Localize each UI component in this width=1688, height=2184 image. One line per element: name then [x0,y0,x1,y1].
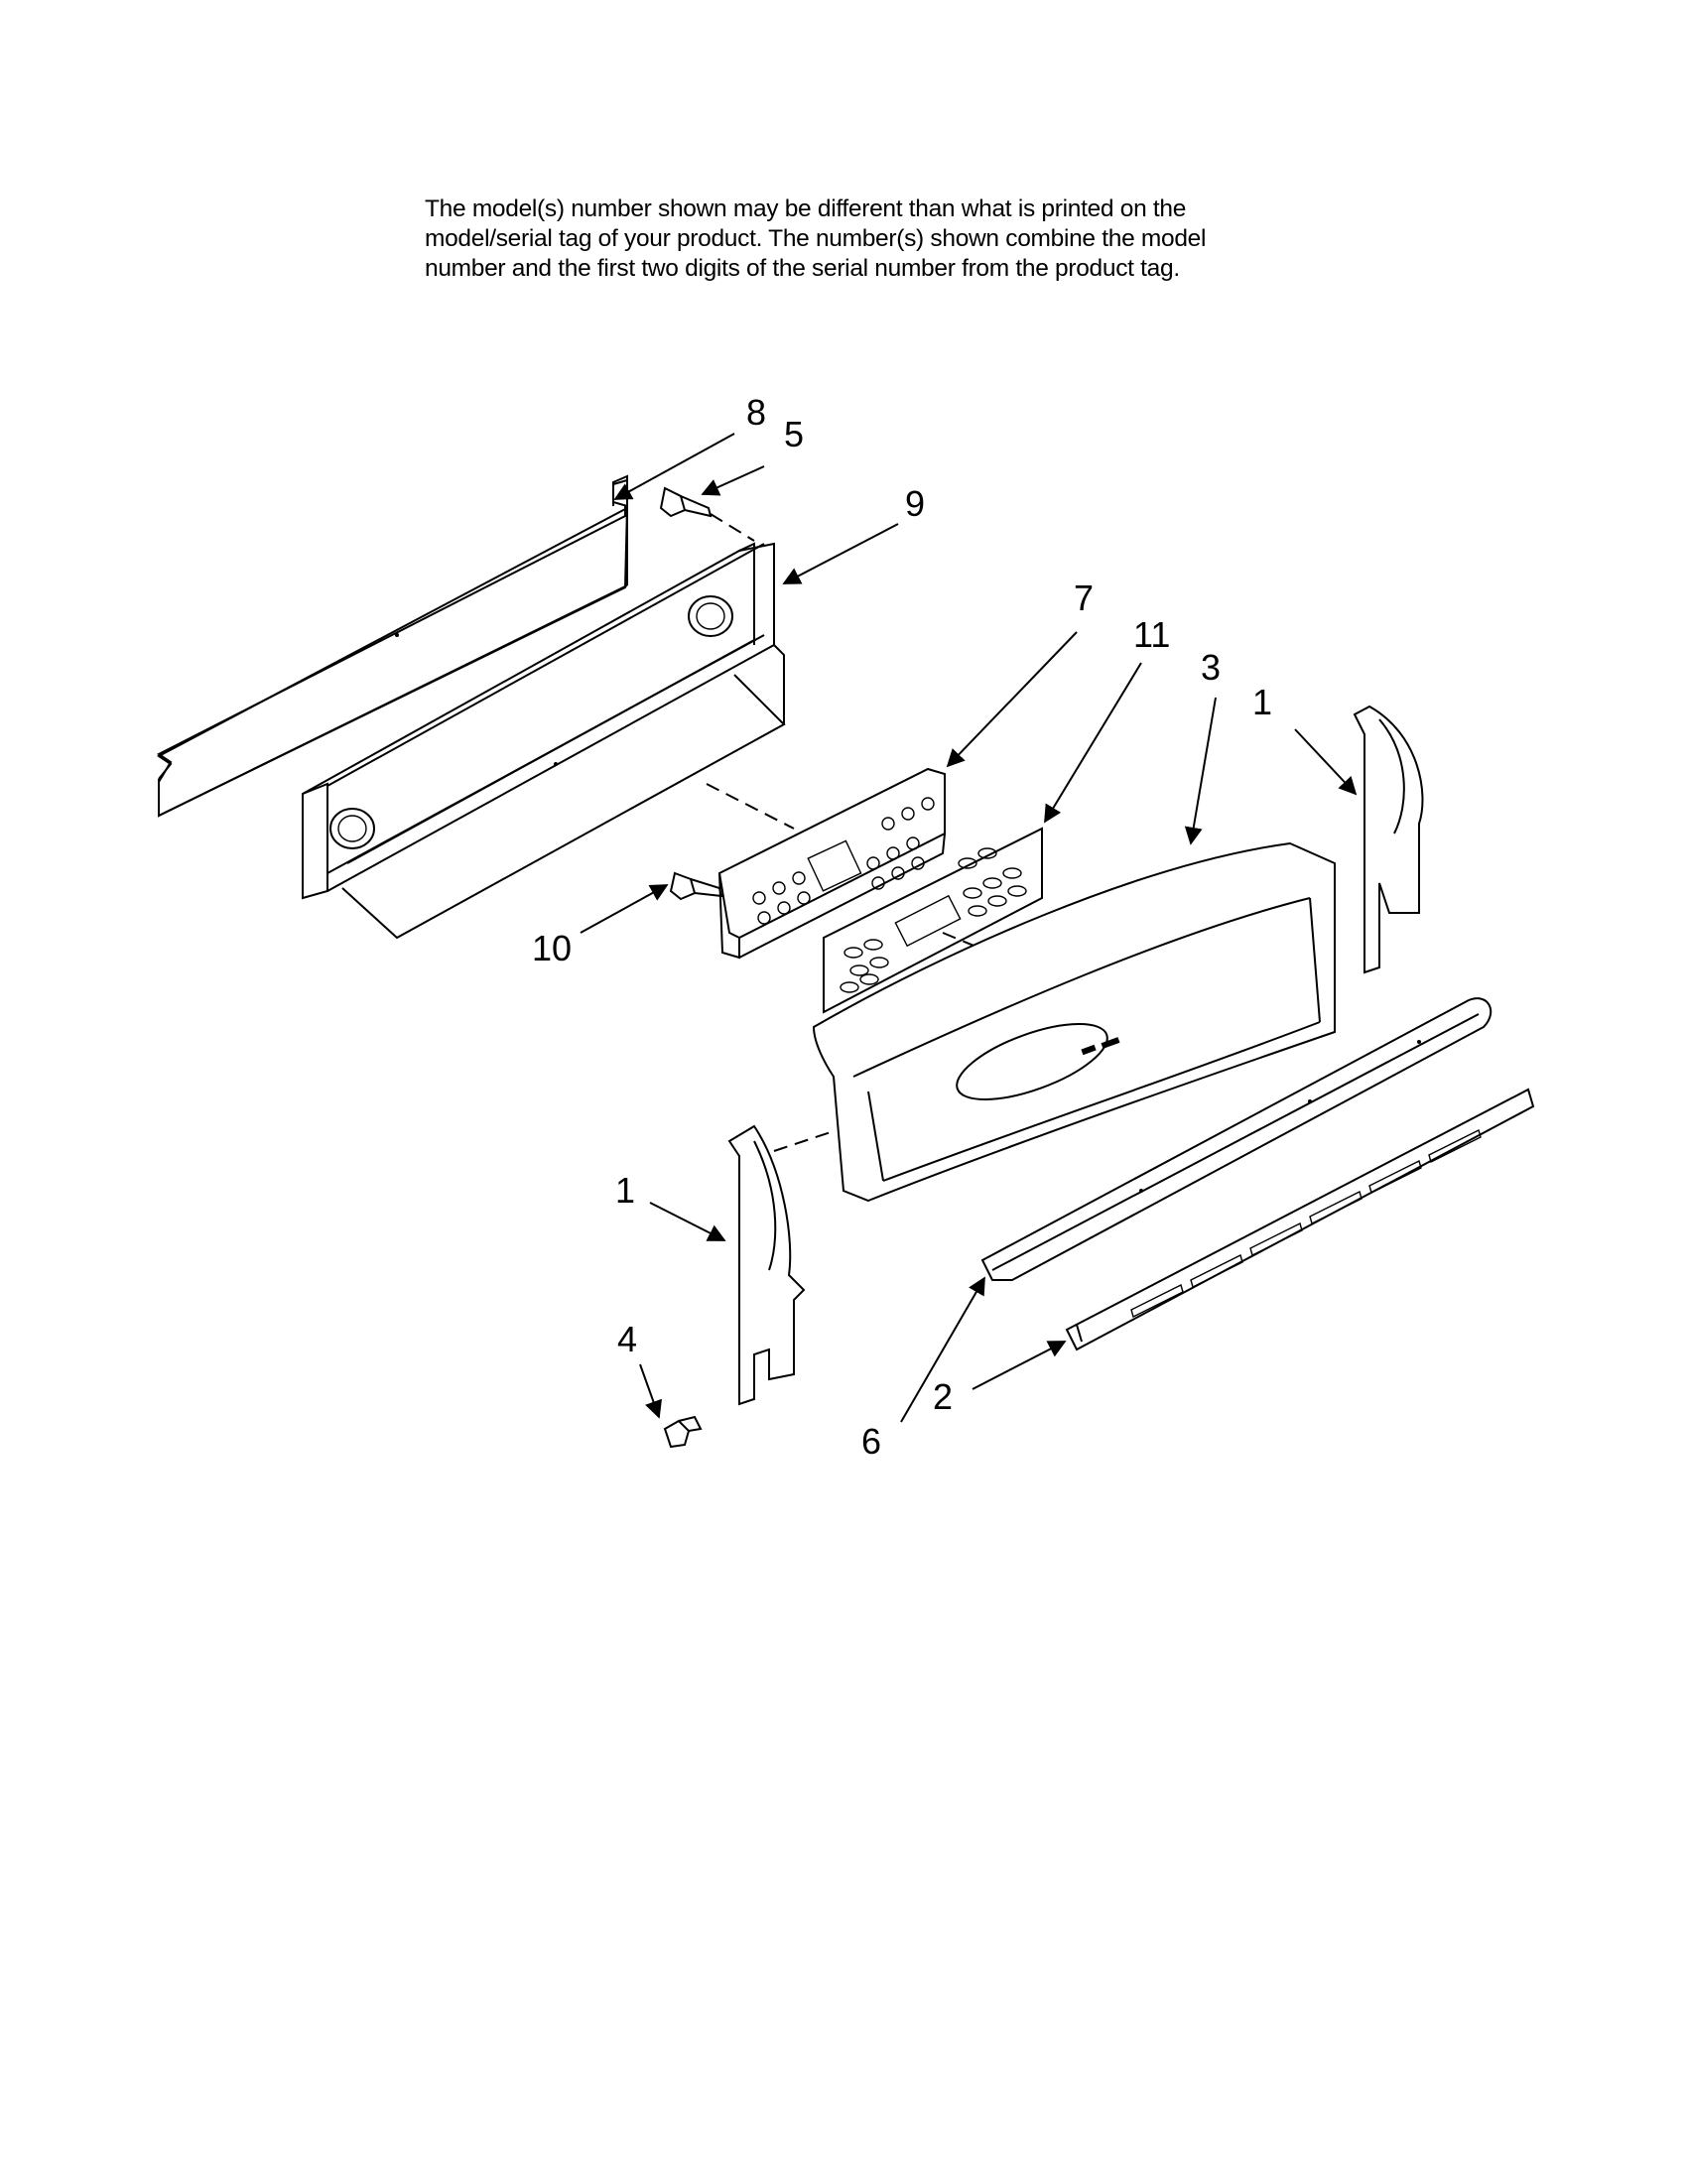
part-1-left-endcap [727,1124,806,1406]
callout-10: 10 [532,928,572,968]
callout-11: 11 [1133,614,1170,655]
callout-8: 8 [746,392,766,433]
overlay-key-ovals [840,847,1027,993]
callout-2: 2 [933,1376,953,1417]
part-3-console [812,841,1336,1203]
part-11-touchpad-overlay [823,827,1043,1014]
callout-7: 7 [1074,578,1094,618]
part-5-screw [659,486,755,542]
control-board-buttons [752,797,935,925]
part-4-screw [663,1415,703,1449]
leader-lines [580,433,1358,1423]
part-1-right-endcap [1353,705,1424,974]
part-10-screw [669,871,723,901]
part-8-rear-shield [157,474,629,818]
notice-line-2: model/serial tag of your product. The nu… [425,225,1207,252]
callout-1-left: 1 [615,1170,635,1211]
part-7-control-board [717,767,946,960]
callout-1-right: 1 [1252,682,1272,722]
notice-line-1: The model(s) number shown may be differe… [425,195,1187,222]
callout-4: 4 [617,1319,637,1359]
callout-9: 9 [905,483,925,524]
callout-3: 3 [1201,647,1221,688]
notice-line-3: number and the first two digits of the s… [425,255,1180,282]
vent-slots [1130,1128,1482,1319]
callout-labels: 8 5 9 7 11 3 1 10 1 4 6 2 [532,392,1272,1462]
callout-6: 6 [861,1421,881,1462]
part-2-vent-grille [1065,1088,1535,1351]
part-9-control-housing [302,542,786,940]
callout-5: 5 [784,414,804,454]
model-number-notice: The model(s) number shown may be differe… [425,194,1377,284]
part-6-trim-strip [980,997,1493,1281]
